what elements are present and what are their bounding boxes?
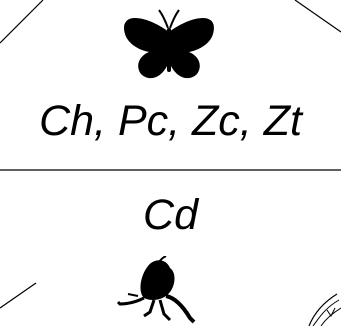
lower-group-label: Cd bbox=[143, 191, 198, 239]
upper-right-diagonal bbox=[294, 0, 341, 33]
butterfly-icon bbox=[124, 9, 214, 79]
upper-group-label: Ch, Pc, Zc, Zt bbox=[39, 97, 302, 145]
lower-left-diagonal bbox=[0, 282, 37, 309]
partial-outline-icon bbox=[308, 293, 341, 326]
grasshopper-icon bbox=[116, 256, 196, 324]
upper-left-diagonal bbox=[0, 0, 44, 44]
